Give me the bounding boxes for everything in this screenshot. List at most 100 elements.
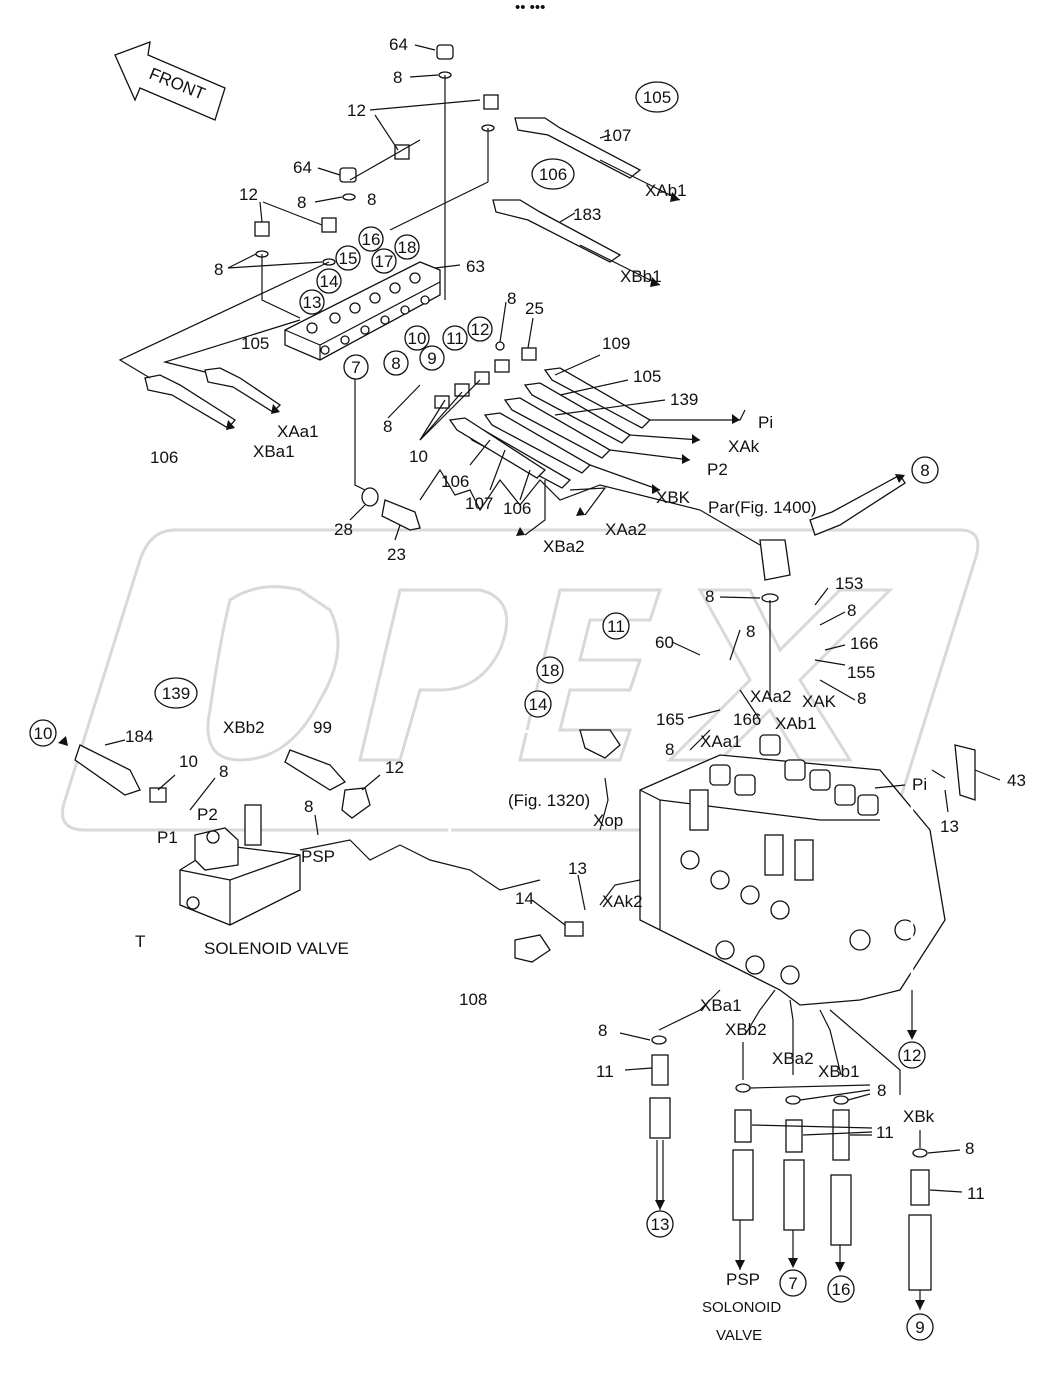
label: PSP	[301, 847, 335, 866]
label: 107	[603, 126, 631, 145]
circled-ref: 18	[398, 238, 417, 257]
label: 166	[850, 634, 878, 653]
label: XAb1	[775, 714, 817, 733]
label: VALVE	[716, 1327, 762, 1344]
label: 107	[465, 494, 493, 513]
label: 153	[835, 574, 863, 593]
label: 12	[385, 758, 404, 777]
label: 10	[409, 447, 428, 466]
label: 165	[656, 710, 684, 729]
circled-ref: 105	[643, 88, 671, 107]
label: P2	[197, 805, 218, 824]
circled-ref: 14	[320, 272, 339, 291]
label: 8	[214, 260, 223, 279]
label: 11	[967, 1184, 985, 1203]
circled-ref: 15	[339, 249, 358, 268]
label: 28	[334, 520, 353, 539]
circled-ref: 13	[651, 1215, 670, 1234]
label: (Fig. 1320)	[508, 791, 590, 810]
label: XAa1	[700, 732, 742, 751]
label: Pi	[758, 413, 773, 432]
label: 8	[598, 1021, 607, 1040]
label: 184	[125, 727, 153, 746]
label: XBa2	[772, 1049, 814, 1068]
label: 23	[387, 545, 406, 564]
label: SOLENOID VALVE	[204, 939, 349, 958]
circled-ref: 10	[34, 724, 53, 743]
label: 105	[633, 367, 661, 386]
circled-ref: 106	[539, 165, 567, 184]
label: 12	[347, 101, 366, 120]
label: XAa2	[605, 520, 647, 539]
circled-ref: 7	[351, 358, 360, 377]
label: 109	[602, 334, 630, 353]
label: 64	[389, 35, 408, 54]
circled-ref: 139	[162, 684, 190, 703]
label: 8	[304, 797, 313, 816]
label: SOLONOID	[702, 1299, 781, 1316]
label: 8	[297, 193, 306, 212]
circled-ref: 14	[529, 695, 548, 714]
arrow-heads	[58, 192, 925, 1310]
label: 8	[965, 1139, 974, 1158]
bolt-23	[361, 487, 421, 531]
label: 8	[665, 740, 674, 759]
circled-ref: 17	[375, 252, 394, 271]
label: 8	[219, 762, 228, 781]
label: XBb1	[818, 1062, 860, 1081]
label: T	[135, 932, 145, 951]
circled-ref: 11	[607, 617, 625, 636]
circled-ref: 12	[903, 1046, 922, 1065]
label: 108	[459, 990, 487, 1009]
label: PSP	[726, 1270, 760, 1289]
label: 99	[313, 718, 332, 737]
top-hoses	[144, 117, 681, 429]
label: 166	[733, 710, 761, 729]
circled-ref: 9	[915, 1318, 924, 1337]
circled-ref: 11	[446, 329, 464, 348]
label: 106	[150, 448, 178, 467]
circled-references: 105 106 16 18 15 17 14 13 10 11 12 8 9 7…	[29, 81, 939, 1341]
label: XBK	[656, 488, 691, 507]
label: XAK	[802, 692, 837, 711]
label: XAa2	[750, 687, 792, 706]
circled-ref: 18	[541, 661, 560, 680]
front-arrow: FRONT	[114, 41, 226, 121]
circled-ref: 9	[427, 349, 436, 368]
label: XBb1	[620, 267, 662, 286]
label: 105	[241, 334, 269, 353]
solenoid-valve-assembly	[74, 744, 371, 926]
label: 11	[596, 1062, 614, 1081]
label: 60	[655, 633, 674, 652]
circled-ref: 8	[920, 461, 929, 480]
label: 10	[179, 752, 198, 771]
label: 106	[441, 472, 469, 491]
label: 8	[746, 622, 755, 641]
manifold-block	[284, 261, 441, 361]
label: 14	[515, 889, 534, 908]
label: XBa1	[700, 996, 742, 1015]
label: Par(Fig. 1400)	[708, 498, 817, 517]
label: 11	[876, 1123, 894, 1142]
label: XBa2	[543, 537, 585, 556]
label: 183	[573, 205, 601, 224]
label: 43	[1007, 771, 1026, 790]
label: 8	[877, 1081, 886, 1100]
elbow-fittings	[254, 44, 499, 266]
circled-ref: 16	[832, 1280, 851, 1299]
circled-ref: 8	[391, 354, 400, 373]
leader-lines	[104, 44, 1001, 1270]
label: 8	[383, 417, 392, 436]
label: 13	[568, 859, 587, 878]
label: 8	[393, 68, 402, 87]
circled-ref: 12	[471, 320, 490, 339]
circled-ref: 7	[788, 1274, 797, 1293]
label: 8	[847, 601, 856, 620]
label: P2	[707, 460, 728, 479]
control-valve	[639, 734, 946, 1006]
circled-ref: 16	[362, 230, 381, 249]
label: XAb1	[645, 181, 687, 200]
label: XAa1	[277, 422, 319, 441]
label: XBb2	[725, 1020, 767, 1039]
